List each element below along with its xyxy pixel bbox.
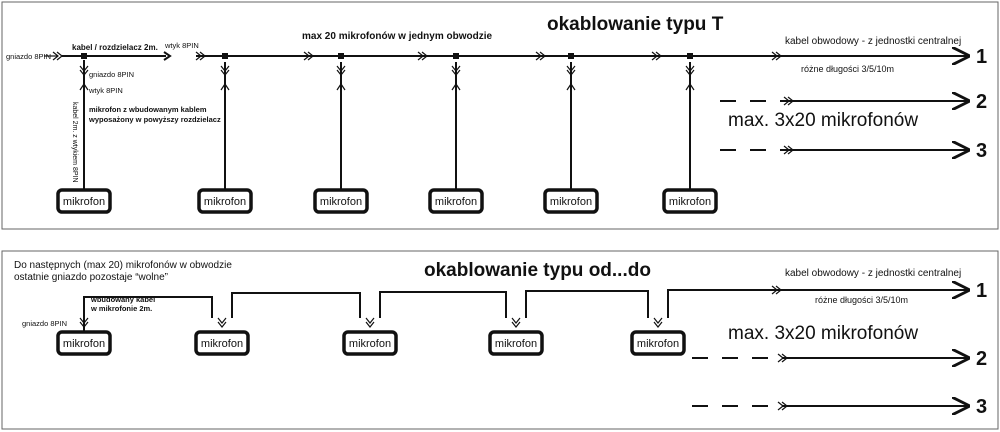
mic-label: mikrofon <box>637 338 679 350</box>
vertical-cable-label: kabel 2m. z wtykiem 8PIN <box>71 102 78 183</box>
od-circuit-number-2: 2 <box>976 348 987 370</box>
microphone-box: mikrofon <box>197 188 253 214</box>
od-connectors <box>79 285 788 411</box>
t-microphones: mikrofon mikrofon mikrofon mikrofon mikrofon… <box>56 188 718 214</box>
mic-label: mikrofon <box>201 338 243 350</box>
panel-od-title: okablowanie typu od...do <box>424 260 651 281</box>
microphone-box: mikrofon <box>488 330 544 356</box>
trunk-label-t: kabel obwodowy - z jednostki centralnej <box>785 36 961 47</box>
t-junction <box>222 53 228 59</box>
circuit-number-1: 1 <box>976 46 987 68</box>
plug-below-label: wtyk 8PIN <box>88 86 123 95</box>
t-junction <box>687 53 693 59</box>
microphone-box: mikrofon <box>342 330 398 356</box>
circuit-number-2: 2 <box>976 91 987 113</box>
mic-label: mikrofon <box>320 196 362 208</box>
circuit-number-3: 3 <box>976 140 987 162</box>
mic-label: mikrofon <box>349 338 391 350</box>
microphone-box: mikrofon <box>194 330 250 356</box>
mic-note-line1: mikrofon z wbudowanym kablem <box>89 105 207 114</box>
note-line1: Do następnych (max 20) mikrofonów w obwo… <box>14 260 232 271</box>
mic-note-line2: wyposażony w powyższy rozdzielacz <box>88 115 221 124</box>
microphone-box: mikrofon <box>630 330 686 356</box>
mic-label: mikrofon <box>550 196 592 208</box>
note-line2: ostatnie gniazdo pozostaje “wolne” <box>14 272 168 283</box>
panel-t-wiring: okablowanie typu T max 20 mikrofonów w j… <box>1 1 999 230</box>
panel-od-wiring: okablowanie typu od...do Do następnych (… <box>1 250 999 430</box>
socket-below-label: gniazdo 8PIN <box>89 70 134 79</box>
max-mics-label: max 20 mikrofonów w jednym obwodzie <box>302 31 492 42</box>
trunk-label-od: kabel obwodowy - z jednostki centralnej <box>785 268 961 279</box>
mic-label: mikrofon <box>63 196 105 208</box>
lengths-label-od: różne długości 3/5/10m <box>815 295 908 305</box>
max-total-label-od: max. 3x20 mikrofonów <box>728 323 918 344</box>
panel-t-frame <box>1 1 999 230</box>
t-junction <box>568 53 574 59</box>
t-junction <box>453 53 459 59</box>
microphone-box: mikrofon <box>543 188 599 214</box>
microphone-box: mikrofon <box>56 330 112 356</box>
panel-t-title: okablowanie typu T <box>547 14 724 35</box>
socket-label-od: gniazdo 8PIN <box>22 319 67 328</box>
t-connectors <box>79 51 794 190</box>
circuit-line-od-1 <box>667 290 968 318</box>
t-junction <box>81 53 87 59</box>
microphone-box: mikrofon <box>313 188 369 214</box>
od-circuit-number-1: 1 <box>976 280 987 302</box>
mic-label: mikrofon <box>669 196 711 208</box>
socket-left-label: gniazdo 8PIN <box>6 52 51 61</box>
mic-label: mikrofon <box>495 338 537 350</box>
max-total-label-t: max. 3x20 mikrofonów <box>728 110 918 131</box>
builtin-cable-line1: wbudowany kabel <box>90 295 155 304</box>
builtin-cable-line2: w mikrofonie 2m. <box>90 304 152 313</box>
mic-label: mikrofon <box>63 338 105 350</box>
plug-top-label: wtyk 8PIN <box>164 41 199 50</box>
od-circuit-number-3: 3 <box>976 396 987 418</box>
microphone-box: mikrofon <box>428 188 484 214</box>
t-junction <box>338 53 344 59</box>
mic-label: mikrofon <box>204 196 246 208</box>
microphone-box: mikrofon <box>56 188 112 214</box>
od-microphones: mikrofon mikrofon mikrofon mikrofon mikrofon <box>56 330 686 356</box>
lengths-label-t: różne długości 3/5/10m <box>801 64 894 74</box>
microphone-box: mikrofon <box>662 188 718 214</box>
mic-label: mikrofon <box>435 196 477 208</box>
cable-splitter-label: kabel / rozdzielacz 2m. <box>72 43 158 52</box>
